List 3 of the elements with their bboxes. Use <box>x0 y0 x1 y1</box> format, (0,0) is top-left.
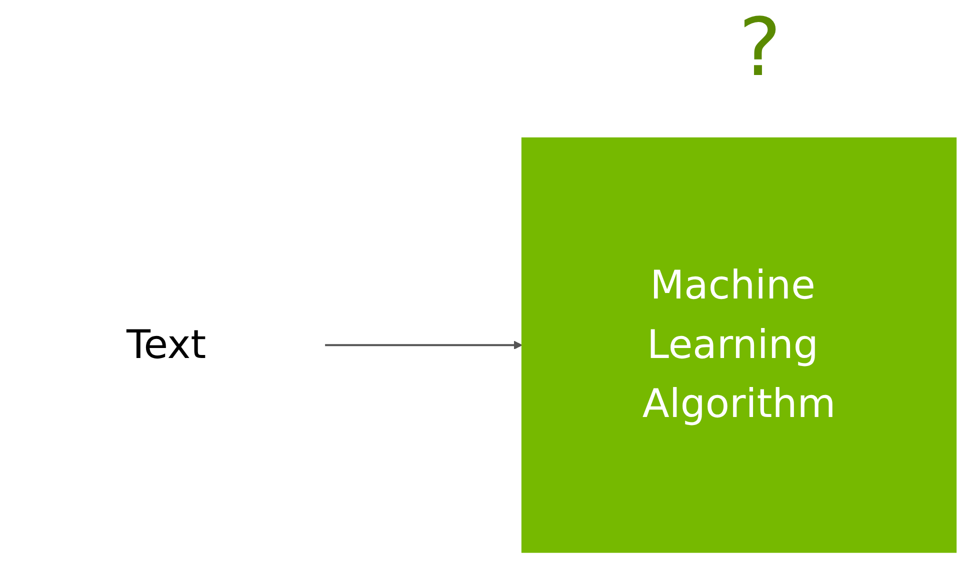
question-mark-label: ? <box>738 0 782 96</box>
node-box: Machine Learning Algorithm <box>521 137 957 553</box>
arrow <box>324 340 522 350</box>
